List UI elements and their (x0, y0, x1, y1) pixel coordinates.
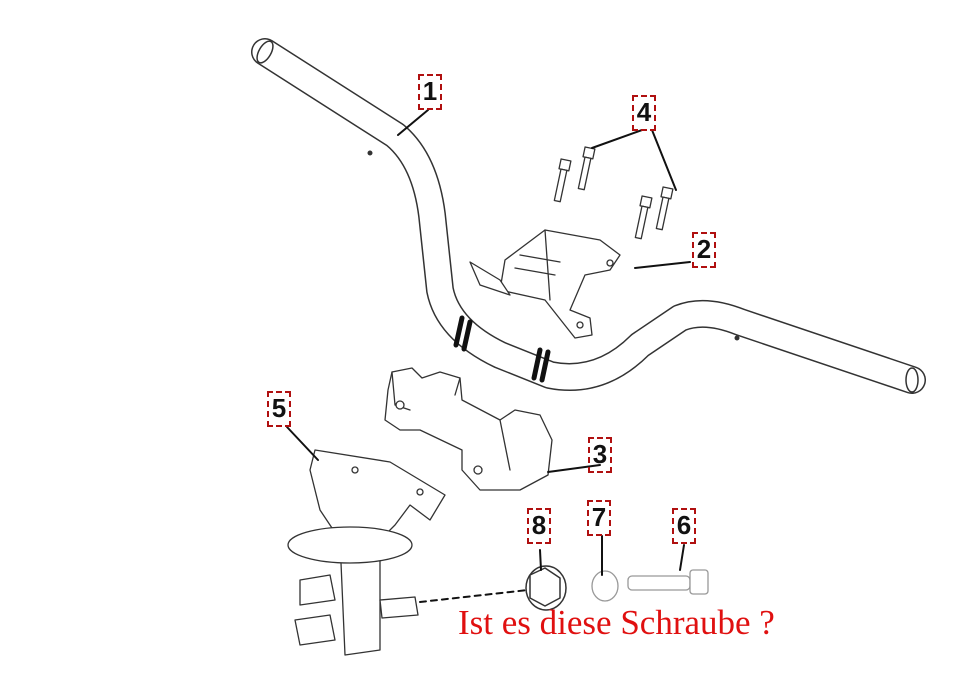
steering-stem (287, 449, 446, 656)
handlebar (251, 38, 926, 394)
callout-3: 3 (588, 437, 612, 473)
callout-5: 5 (267, 391, 291, 427)
assembly-axis-line (419, 589, 529, 603)
question-caption: Ist es diese Schraube ? (458, 603, 775, 642)
clamp-bolts (553, 146, 674, 240)
callout-2: 2 (692, 232, 716, 268)
upper-clamp (469, 229, 621, 339)
nut (525, 565, 567, 611)
bolt (627, 569, 709, 595)
callout-7: 7 (587, 500, 611, 536)
callout-6: 6 (672, 508, 696, 544)
leader-lines (286, 109, 691, 576)
callout-8: 8 (527, 508, 551, 544)
washer (591, 570, 619, 602)
callout-4: 4 (632, 95, 656, 131)
callout-1: 1 (418, 74, 442, 110)
lower-clamp (384, 367, 553, 491)
